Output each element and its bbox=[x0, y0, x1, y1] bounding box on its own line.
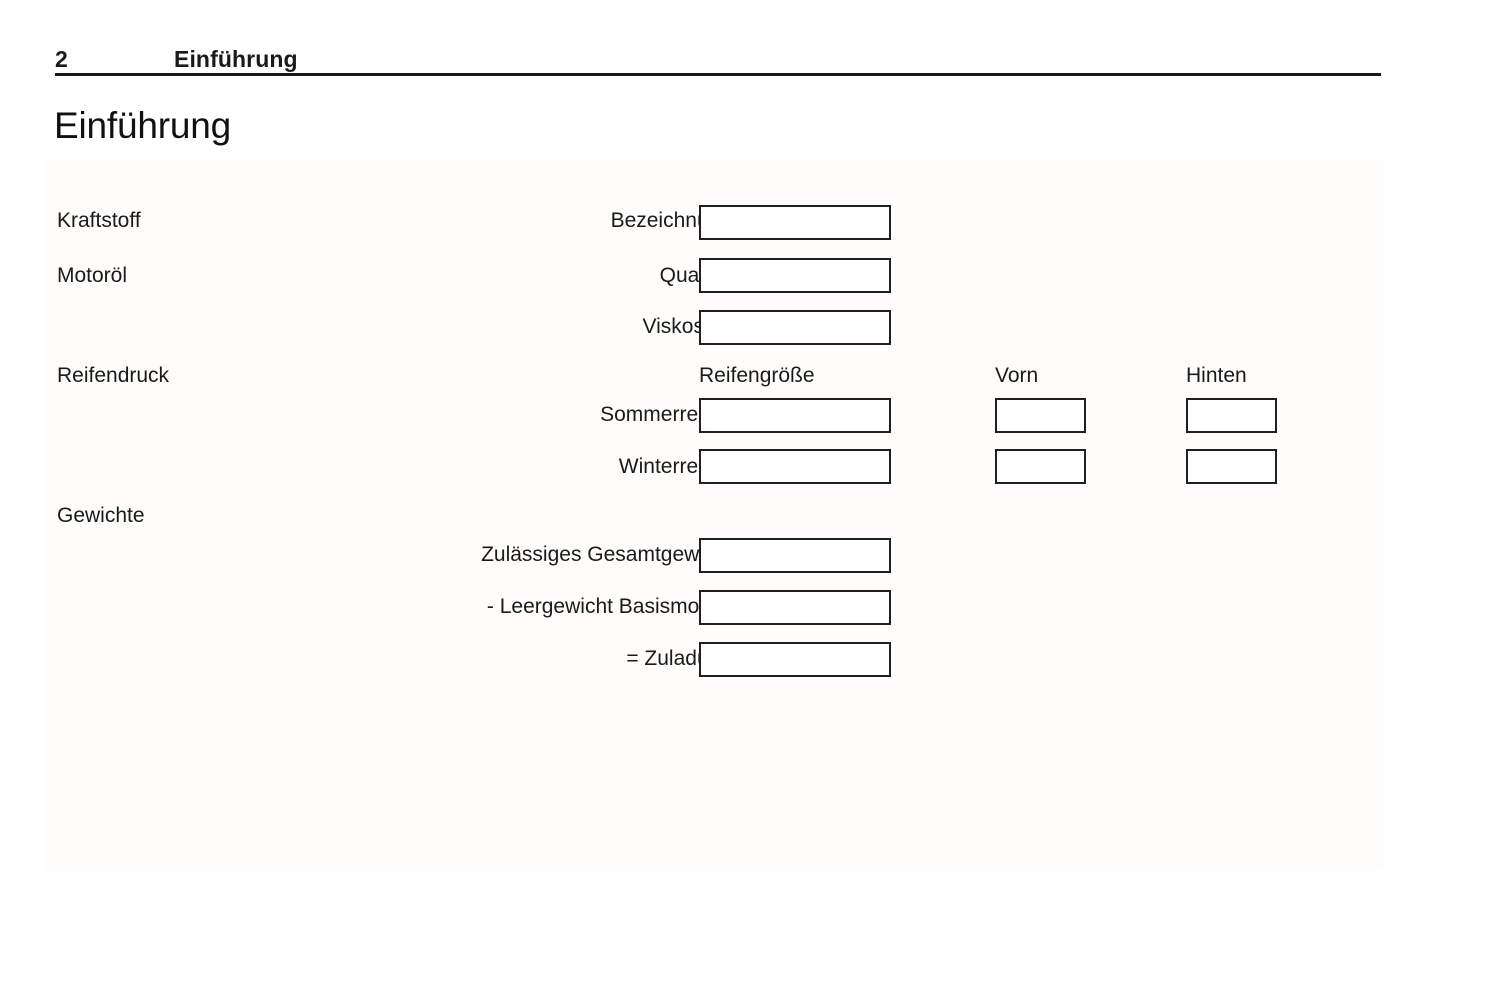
field-winterreifen-groesse[interactable] bbox=[699, 449, 891, 484]
field-zuladung[interactable] bbox=[699, 642, 891, 677]
running-header: 2 Einführung bbox=[55, 44, 1381, 76]
section-label-gewichte: Gewichte bbox=[57, 504, 145, 527]
field-winterreifen-hinten-input[interactable] bbox=[1188, 451, 1275, 482]
page-title: Einführung bbox=[54, 105, 231, 146]
field-qualitaet[interactable] bbox=[699, 258, 891, 293]
row-label-leergewicht-basismodell: - Leergewicht Basismodell bbox=[486, 595, 732, 618]
column-header-reifengroesse: Reifengröße bbox=[699, 364, 815, 387]
field-sommerreifen-hinten[interactable] bbox=[1186, 398, 1277, 433]
section-label-reifendruck: Reifendruck bbox=[57, 364, 170, 387]
field-leergewicht-basismodell[interactable] bbox=[699, 590, 891, 625]
page-number: 2 bbox=[55, 46, 68, 72]
field-qualitaet-input[interactable] bbox=[701, 260, 889, 291]
row-label-zulaessiges-gesamtgewicht: Zulässiges Gesamtgewicht bbox=[481, 543, 732, 566]
field-bezeichnung[interactable] bbox=[699, 205, 891, 240]
field-sommerreifen-groesse[interactable] bbox=[699, 398, 891, 433]
field-sommerreifen-vorn-input[interactable] bbox=[997, 400, 1084, 431]
form-panel: Kraftstoff Bezeichnung Motoröl Qualität … bbox=[45, 160, 1385, 870]
column-header-vorn: Vorn bbox=[995, 364, 1039, 387]
field-sommerreifen-groesse-input[interactable] bbox=[701, 400, 889, 431]
section-label-motoroel: Motoröl bbox=[57, 264, 128, 287]
field-winterreifen-hinten[interactable] bbox=[1186, 449, 1277, 484]
section-label-kraftstoff: Kraftstoff bbox=[57, 209, 141, 232]
field-viskositaet[interactable] bbox=[699, 310, 891, 345]
field-bezeichnung-input[interactable] bbox=[701, 207, 889, 238]
field-zulaessiges-gesamtgewicht-input[interactable] bbox=[701, 540, 889, 571]
field-zulaessiges-gesamtgewicht[interactable] bbox=[699, 538, 891, 573]
chapter-name: Einführung bbox=[174, 46, 298, 72]
field-leergewicht-basismodell-input[interactable] bbox=[701, 592, 889, 623]
field-zuladung-input[interactable] bbox=[701, 644, 889, 675]
field-viskositaet-input[interactable] bbox=[701, 312, 889, 343]
header-divider bbox=[55, 73, 1381, 76]
field-winterreifen-vorn[interactable] bbox=[995, 449, 1086, 484]
column-header-hinten: Hinten bbox=[1186, 364, 1247, 387]
field-winterreifen-vorn-input[interactable] bbox=[997, 451, 1084, 482]
field-sommerreifen-hinten-input[interactable] bbox=[1188, 400, 1275, 431]
field-sommerreifen-vorn[interactable] bbox=[995, 398, 1086, 433]
field-winterreifen-groesse-input[interactable] bbox=[701, 451, 889, 482]
